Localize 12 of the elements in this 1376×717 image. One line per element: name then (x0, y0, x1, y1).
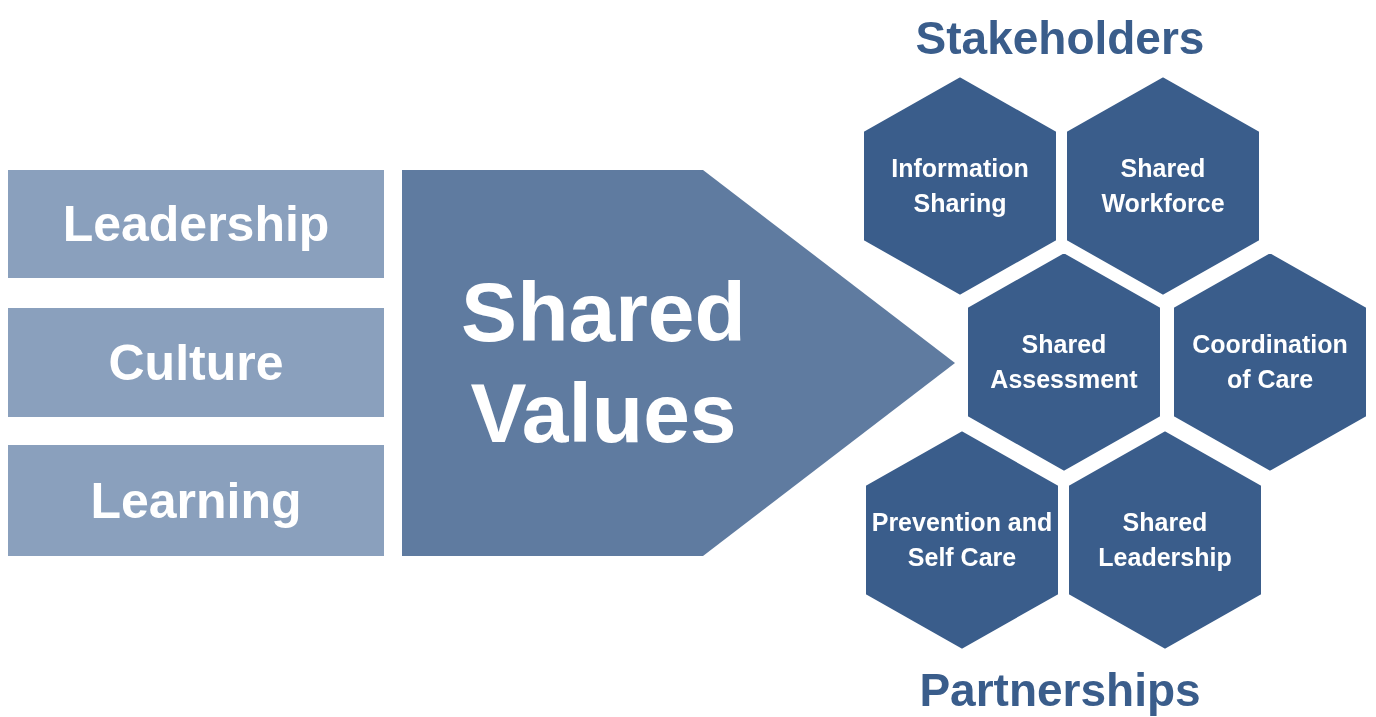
category-label: Leadership (62, 195, 330, 254)
hexagon-label: Shared Workforce (1100, 153, 1226, 219)
hexagon-label: Prevention and Self Care (870, 507, 1054, 573)
category-label: Learning (90, 471, 302, 531)
hexagon-label: Shared Leadership (1097, 507, 1233, 573)
hexagon-label: Coordination of Care (1191, 329, 1349, 395)
heading: Shared Values (460, 264, 747, 462)
section-title: Partnerships (919, 663, 1201, 717)
section-title: Stakeholders (915, 11, 1205, 65)
hexagon-label: Information Sharing (890, 153, 1030, 219)
hexagon-label: Shared Assessment (989, 329, 1139, 395)
category-label: Culture (108, 333, 284, 393)
